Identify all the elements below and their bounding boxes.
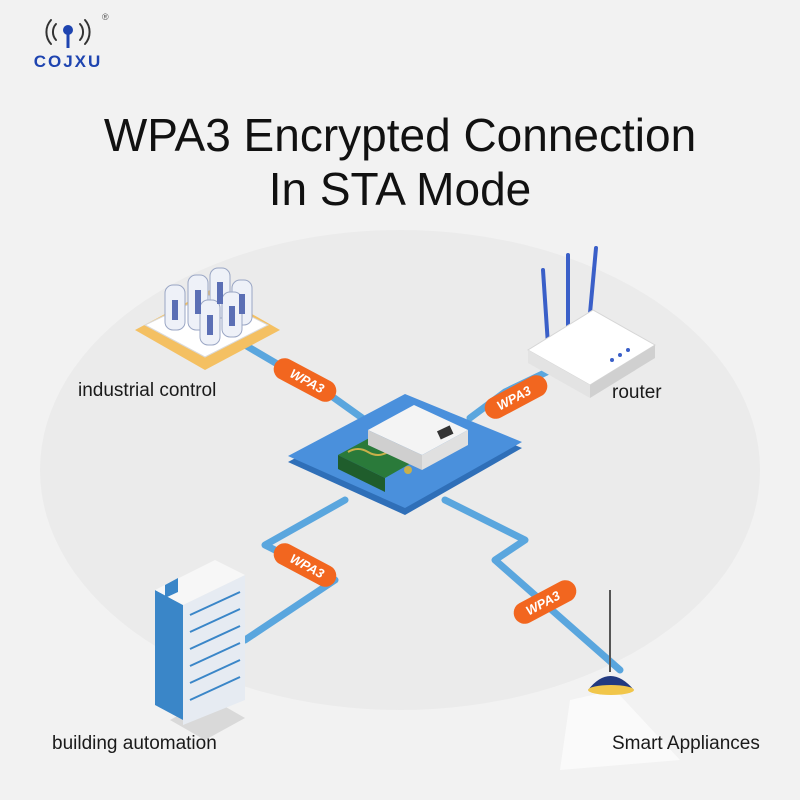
link-smart xyxy=(441,496,624,674)
page-title: WPA3 Encrypted Connection In STA Mode xyxy=(0,108,800,216)
office-building-icon xyxy=(155,560,245,740)
title-line-1: WPA3 Encrypted Connection xyxy=(103,109,697,161)
router-icon xyxy=(527,246,656,398)
brand-logo: ® COJXU xyxy=(18,12,118,74)
industrial-control-label: industrial control xyxy=(78,380,217,401)
registered-mark: ® xyxy=(102,12,109,22)
wireless-signal-icon xyxy=(45,19,91,48)
factory-icon xyxy=(135,267,280,370)
wifi-module-icon xyxy=(338,405,468,492)
router-label: router xyxy=(612,382,662,403)
wpa3-badge-router xyxy=(484,375,548,419)
wpa3-badge-smart xyxy=(513,580,577,624)
smart-appliances-label: Smart Appliances xyxy=(612,733,760,754)
building-automation-label: building automation xyxy=(52,733,217,754)
wpa3-badge-building xyxy=(273,543,337,587)
ceiling-lamp-icon xyxy=(560,590,680,770)
wpa3-badge-industrial xyxy=(273,358,337,402)
title-line-2: In STA Mode xyxy=(268,163,532,215)
brand-name: COJXU xyxy=(33,52,103,71)
